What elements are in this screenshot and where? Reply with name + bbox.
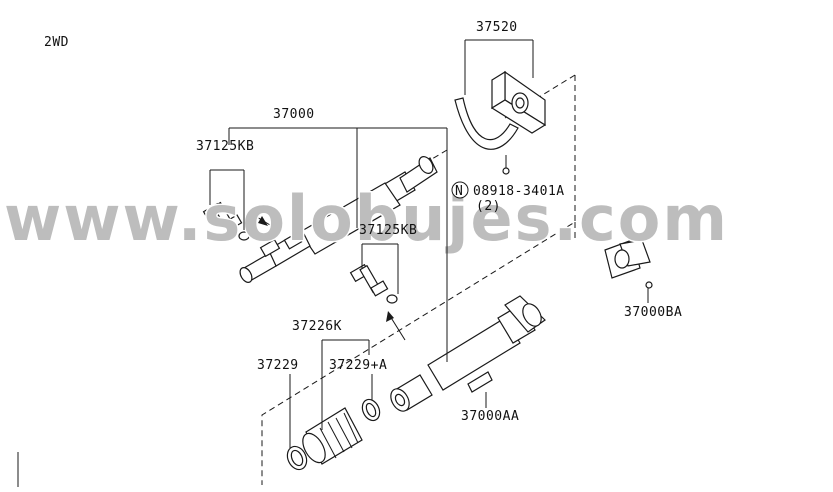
part-qty-08918: (2) — [476, 199, 501, 214]
rear-shaft-drawing — [390, 295, 546, 412]
part-label-37000ba: 37000BA — [624, 305, 682, 320]
part-label-37226k: 37226K — [292, 319, 342, 334]
part-label-37000aa: 37000AA — [461, 409, 519, 424]
universal-joint-center — [349, 263, 406, 341]
center-bearing-bracket — [454, 70, 547, 175]
drive-type-label: 2WD — [44, 35, 69, 50]
companion-flange — [604, 239, 653, 289]
part-label-37229: 37229 — [257, 358, 299, 373]
leader-lines — [17, 39, 649, 487]
part-label-37125kb-center: 37125KB — [359, 223, 417, 238]
nut-symbol-circle — [451, 181, 469, 199]
part-label-37520: 37520 — [476, 20, 518, 35]
boot-and-rings — [286, 398, 381, 471]
nut-symbol-letter: N — [455, 184, 463, 199]
part-label-08918-3401a: 08918-3401A — [473, 184, 565, 199]
part-labels: 37520 37000 37125KB 37125KB N 08918-3401… — [196, 20, 682, 424]
part-label-37000: 37000 — [273, 107, 315, 122]
universal-joint-left — [202, 201, 271, 241]
part-label-37125kb-left: 37125KB — [196, 139, 254, 154]
assembly-outline — [261, 74, 576, 485]
part-label-37229a: 37229+A — [329, 358, 387, 373]
